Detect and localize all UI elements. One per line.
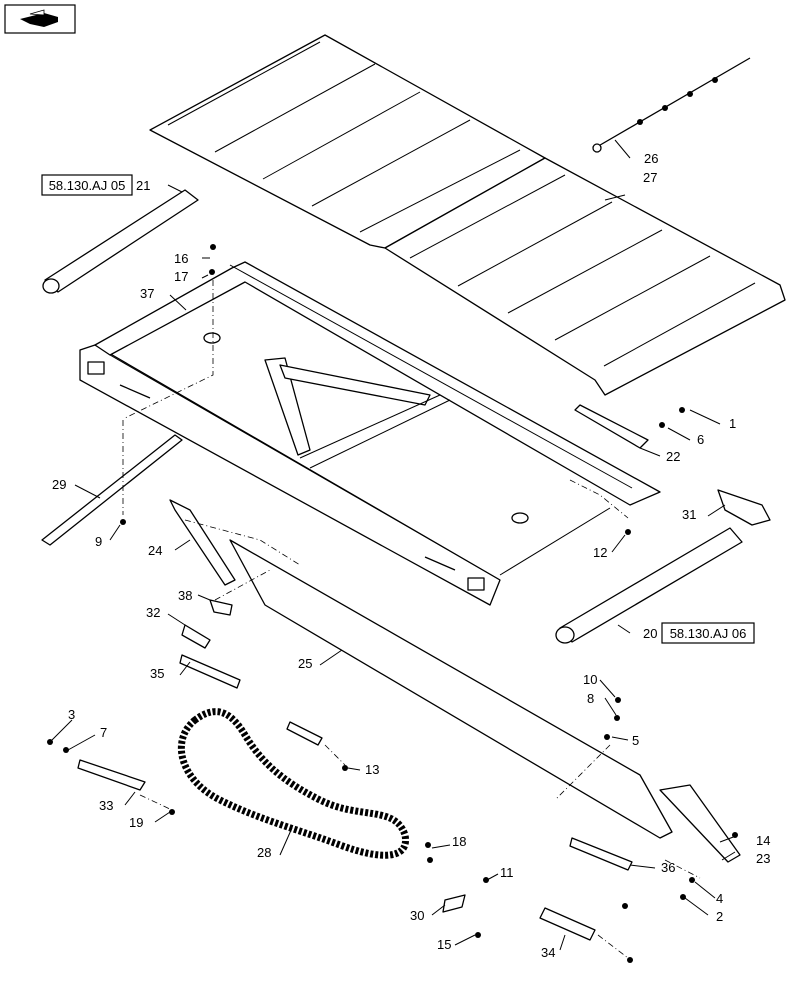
part-26-shaft	[592, 57, 751, 153]
cross-ref-left[interactable]: 58.130.AJ 05	[41, 174, 133, 196]
part-35-wear-strip	[179, 654, 241, 689]
part-30-clip	[442, 894, 466, 913]
part-29-skid	[41, 434, 183, 546]
callout-23: 23	[756, 851, 770, 866]
part-20-roller	[555, 527, 743, 644]
callout-36: 36	[661, 860, 675, 875]
callout-8: 8	[587, 691, 594, 706]
callout-11: 11	[500, 865, 514, 880]
callout-14: 14	[756, 833, 770, 848]
callout-19: 19	[129, 815, 143, 830]
callout-18: 18	[452, 834, 466, 849]
assembly-lines	[122, 280, 701, 959]
part-21-roller	[42, 189, 199, 294]
part-27-draper-belt	[149, 34, 786, 396]
callout-29: 29	[52, 477, 66, 492]
callout-2: 2	[716, 909, 723, 924]
callout-13: 13	[365, 762, 379, 777]
cross-ref-right-label: 58.130.AJ 06	[670, 626, 747, 641]
callout-3: 3	[68, 707, 75, 722]
callout-28: 28	[257, 845, 271, 860]
callout-20: 20	[643, 626, 657, 641]
back-arrow-icon[interactable]	[4, 4, 76, 34]
leader-lines	[51, 139, 737, 951]
callout-24: 24	[148, 543, 162, 558]
callout-labels: 1 2 3 4 5 6 7 8 9 10 11 12 13 14 15 16 1…	[52, 151, 770, 960]
callout-21: 21	[136, 178, 150, 193]
callout-22: 22	[666, 449, 680, 464]
callout-30: 30	[410, 908, 424, 923]
callout-7: 7	[100, 725, 107, 740]
callout-37: 37	[140, 286, 154, 301]
cross-ref-left-label: 58.130.AJ 05	[49, 178, 126, 193]
callout-26: 26	[644, 151, 658, 166]
callout-6: 6	[697, 432, 704, 447]
hardware	[47, 244, 738, 963]
callout-33: 33	[99, 798, 113, 813]
callout-15: 15	[437, 937, 451, 952]
part-37-frame	[79, 261, 661, 606]
part-22-bracket	[574, 404, 649, 449]
callout-12: 12	[593, 545, 607, 560]
belt-slats	[167, 41, 756, 367]
callout-10: 10	[583, 672, 597, 687]
part-33-bracket	[77, 759, 146, 791]
callout-1: 1	[729, 416, 736, 431]
callout-25: 25	[298, 656, 312, 671]
callout-34: 34	[541, 945, 555, 960]
part-25-skid-plate	[229, 539, 673, 839]
part-32-guide	[181, 624, 211, 649]
cross-ref-right[interactable]: 58.130.AJ 06	[661, 622, 755, 644]
callout-27: 27	[643, 170, 657, 185]
part-38-guide	[209, 599, 233, 616]
part-34-bracket	[539, 907, 596, 941]
part-28-chain	[177, 708, 409, 859]
part-31-bracket	[717, 489, 771, 526]
part-13-link	[286, 721, 323, 746]
callout-5: 5	[632, 733, 639, 748]
callout-38: 38	[178, 588, 192, 603]
part-24-bracket	[169, 499, 236, 586]
part-23-bracket	[659, 784, 741, 863]
callout-35: 35	[150, 666, 164, 681]
part-36-wear-strip	[569, 837, 633, 871]
callout-32: 32	[146, 605, 160, 620]
callout-4: 4	[716, 891, 723, 906]
callout-17: 17	[174, 269, 188, 284]
callout-31: 31	[682, 507, 696, 522]
callout-9: 9	[95, 534, 102, 549]
callout-16: 16	[174, 251, 188, 266]
